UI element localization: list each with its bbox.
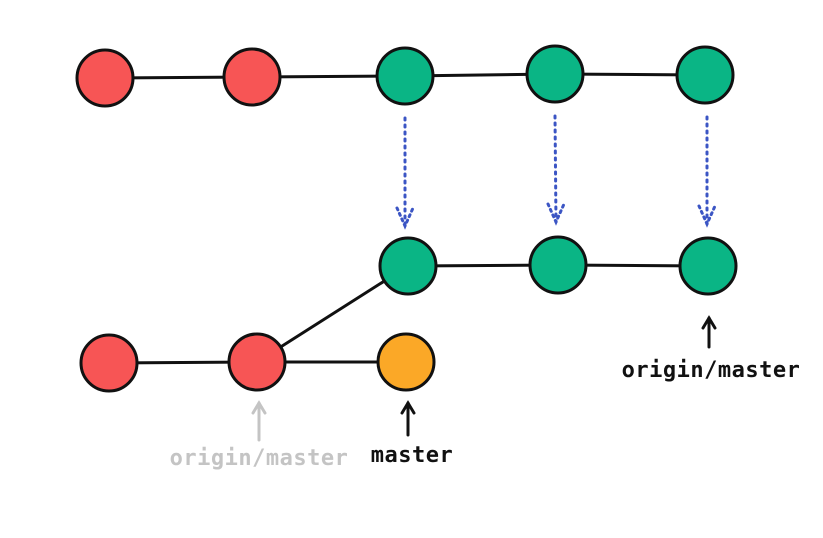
master-arrow: [400, 400, 416, 437]
fetch-arrow-3: [697, 115, 717, 228]
fetched-commit-2: [528, 235, 588, 295]
remote-commit-2: [222, 47, 282, 107]
fetched-commit-3: [678, 236, 738, 296]
branch-edge: [255, 264, 410, 364]
local-commit-1: [79, 333, 139, 393]
stale-origin-master-pointer: origin/master: [170, 400, 349, 471]
fetch-arrow-2: [546, 114, 566, 226]
local-history-row: [79, 332, 436, 393]
origin-master-arrow: [701, 315, 717, 349]
origin-master-label: origin/master: [622, 358, 801, 383]
local-commit-2: [227, 332, 287, 392]
stale-origin-master-arrow: [251, 400, 267, 442]
fetch-arrows: [395, 114, 717, 230]
origin-master-pointer: origin/master: [622, 315, 801, 383]
master-pointer: master: [371, 400, 453, 468]
remote-commit-4: [525, 44, 585, 104]
master-label: master: [371, 443, 453, 468]
fetched-commit-1: [378, 236, 438, 296]
remote-commit-1: [75, 48, 135, 108]
remote-history-row: [75, 44, 735, 108]
remote-commit-5: [675, 45, 735, 105]
stale-origin-master-label: origin/master: [170, 446, 349, 471]
local-commit-3: [376, 332, 436, 392]
fetched-commits-row: [255, 235, 738, 364]
remote-commit-3: [375, 46, 435, 106]
fetch-arrow-1: [395, 116, 415, 230]
